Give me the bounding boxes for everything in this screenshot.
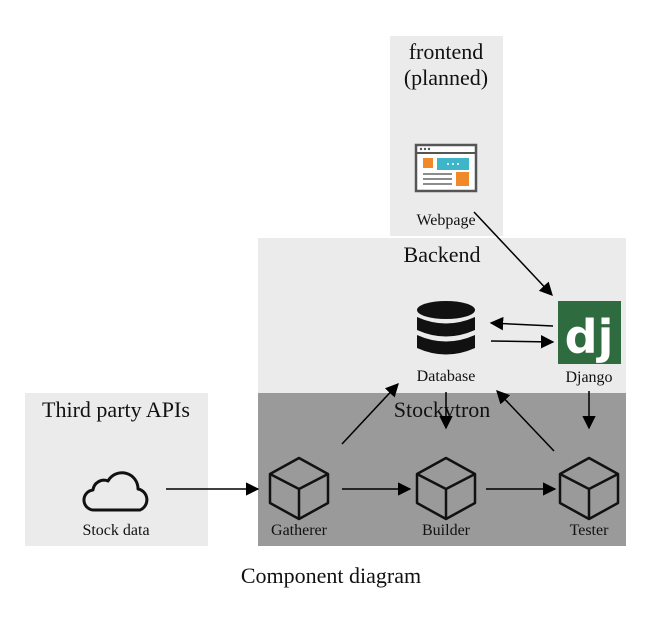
builder-label: Builder bbox=[422, 522, 471, 539]
backend-title: Backend bbox=[404, 242, 481, 267]
arrow-database-to-django bbox=[490, 335, 555, 349]
arrow-django-to-database bbox=[489, 316, 554, 331]
django-logo-text: dj bbox=[565, 310, 614, 364]
webpage-icon bbox=[414, 143, 478, 193]
diagram-caption: Component diagram bbox=[241, 563, 421, 588]
arrow-tester-to-database bbox=[496, 390, 555, 452]
gatherer-cube-icon bbox=[268, 456, 330, 521]
tester-label: Tester bbox=[570, 522, 610, 539]
frontend-region bbox=[390, 36, 503, 236]
stockytron-title: Stockytron bbox=[394, 397, 491, 422]
database-icon bbox=[417, 301, 475, 355]
arrow-gatherer-to-database bbox=[341, 383, 399, 445]
third-party-region bbox=[25, 393, 208, 546]
cloud-icon bbox=[82, 471, 149, 512]
database-label: Database bbox=[417, 368, 476, 385]
stock-data-label: Stock data bbox=[82, 522, 149, 539]
frontend-title-line2: (planned) bbox=[404, 65, 488, 90]
webpage-label: Webpage bbox=[416, 212, 475, 229]
django-label: Django bbox=[565, 369, 612, 386]
arrow-webpage-to-django bbox=[473, 211, 553, 296]
frontend-title-line1: frontend bbox=[409, 39, 484, 64]
gatherer-label: Gatherer bbox=[271, 522, 328, 539]
tester-cube-icon bbox=[558, 456, 620, 521]
builder-cube-icon bbox=[415, 456, 477, 521]
django-logo: dj bbox=[558, 301, 621, 364]
third-party-title: Third party APIs bbox=[42, 397, 190, 422]
